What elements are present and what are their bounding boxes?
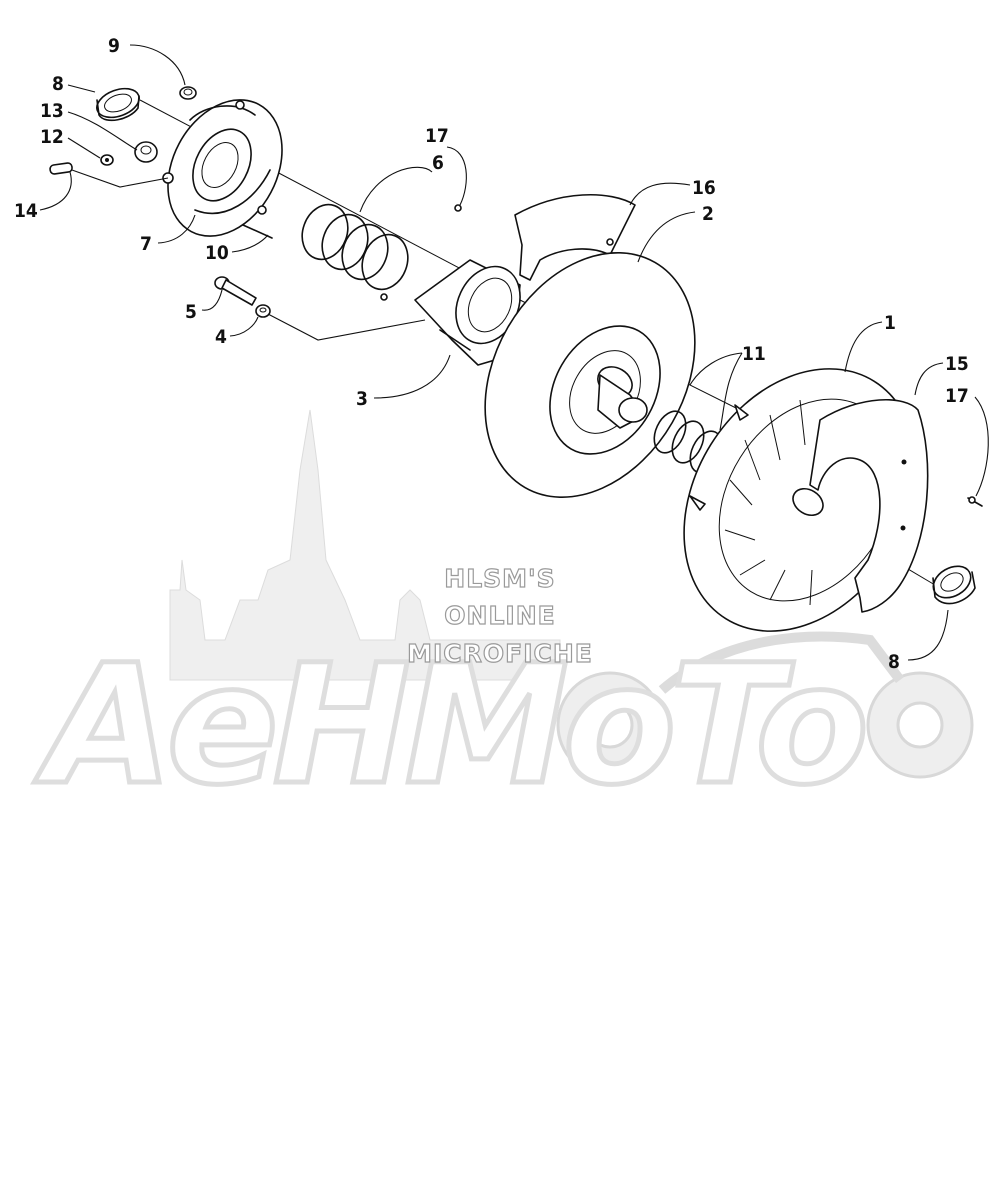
label-part-1: 1 bbox=[884, 312, 896, 334]
label-part-8-top: 8 bbox=[52, 73, 64, 95]
part-14-pin bbox=[49, 162, 73, 175]
label-part-17-right: 17 bbox=[945, 385, 969, 407]
label-part-9: 9 bbox=[108, 35, 120, 57]
part-15-cover-plate bbox=[809, 398, 929, 613]
label-part-4: 4 bbox=[215, 326, 227, 348]
part-labels: 9 8 13 12 14 7 10 17 6 16 2 5 4 3 11 1 1… bbox=[14, 35, 969, 673]
label-part-14: 14 bbox=[14, 200, 38, 222]
leader-lines bbox=[39, 44, 989, 661]
label-part-15: 15 bbox=[945, 353, 969, 375]
part-9-nut bbox=[179, 86, 197, 100]
part-8-bushing-top bbox=[96, 87, 140, 122]
watermark-line-3: MICROFICHE bbox=[407, 639, 593, 668]
watermark: AeHMoTo HLSM'S ONLINE MICROFICHE bbox=[32, 409, 974, 824]
part-17-screw-right bbox=[967, 496, 983, 507]
label-part-2: 2 bbox=[702, 203, 714, 225]
label-part-13: 13 bbox=[40, 100, 64, 122]
label-part-8-bottom: 8 bbox=[888, 651, 900, 673]
label-part-7: 7 bbox=[140, 233, 152, 255]
watermark-brand: AeHMoTo bbox=[34, 629, 864, 821]
watermark-line-1: HLSM'S bbox=[444, 564, 555, 593]
part-8-bushing-bottom bbox=[932, 565, 976, 605]
label-part-17-upper: 17 bbox=[425, 125, 449, 147]
watermark-skyline bbox=[169, 409, 561, 681]
part-2-moveable-sheave bbox=[484, 252, 696, 498]
label-part-11: 11 bbox=[742, 343, 766, 365]
label-part-3: 3 bbox=[356, 388, 368, 410]
label-part-16: 16 bbox=[692, 177, 716, 199]
part-13-roller bbox=[134, 141, 158, 163]
part-12-washer bbox=[100, 154, 114, 166]
label-part-5: 5 bbox=[185, 301, 197, 323]
label-part-6: 6 bbox=[432, 152, 444, 174]
part-3-cam bbox=[414, 259, 521, 366]
label-part-12: 12 bbox=[40, 126, 64, 148]
part-4-nut bbox=[255, 304, 271, 318]
part-5-bolt bbox=[214, 276, 257, 306]
watermark-line-2: ONLINE bbox=[444, 601, 555, 630]
part-7-cam-plate bbox=[162, 99, 283, 237]
label-part-10: 10 bbox=[205, 242, 229, 264]
part-6-spring bbox=[301, 203, 409, 301]
